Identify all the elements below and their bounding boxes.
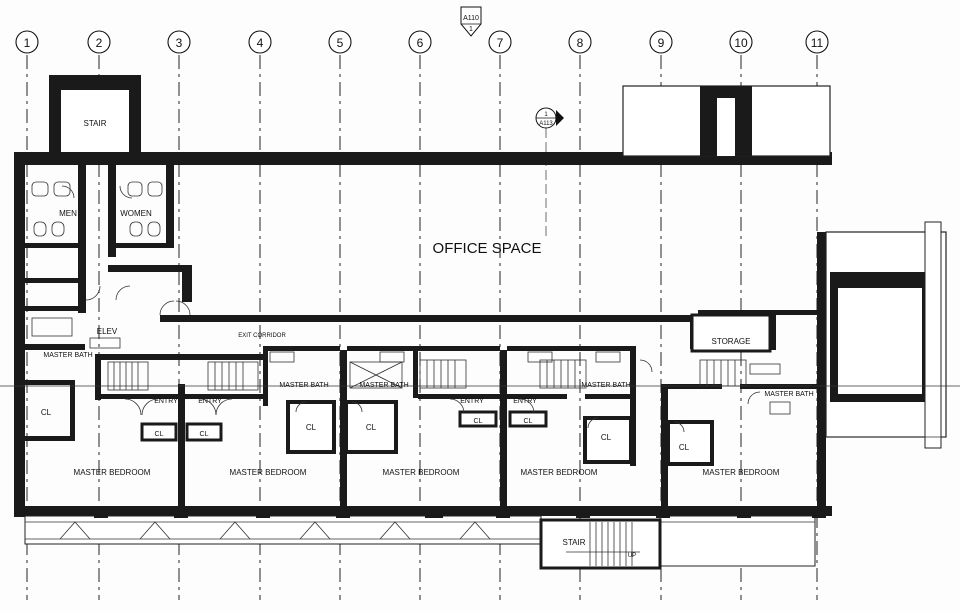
women-restroom-label: WOMEN — [120, 209, 152, 218]
master-bath-label-1: MASTER BATH — [43, 352, 92, 359]
men-restroom-label: MEN — [59, 209, 77, 218]
closet-label-9: CL — [679, 443, 690, 452]
grid-label-11: 11 — [811, 36, 824, 50]
building-walls — [14, 75, 947, 517]
grid-label-7: 7 — [497, 36, 504, 50]
grid-label-3: 3 — [176, 36, 183, 50]
master-bedroom-label-1: MASTER BEDROOM — [74, 468, 151, 477]
grid-bubble-1: 1 — [15, 30, 39, 54]
closet-label-5: CL — [366, 423, 377, 432]
master-bath-label-5: MASTER BATH — [764, 391, 813, 398]
grid-bubble-5: 5 — [328, 30, 352, 54]
grid-bubble-4: 4 — [248, 30, 272, 54]
closet-label-1: CL — [41, 408, 52, 417]
master-bath-label-2: MASTER BATH — [279, 382, 328, 389]
entry-label-1: ENTRY — [154, 398, 178, 405]
master-bedroom-label-4: MASTER BEDROOM — [521, 468, 598, 477]
closet-label-7: CL — [524, 418, 533, 425]
grid-label-8: 8 — [577, 36, 584, 50]
unit-stairs — [107, 359, 747, 391]
grid-bubble-3: 3 — [167, 30, 191, 54]
door-swings — [61, 185, 761, 433]
elevation-sheet-ref: A113 — [539, 121, 553, 127]
grid-bubble-11: 11 — [805, 30, 829, 54]
restroom-fixtures — [31, 181, 791, 415]
entry-label-4: ENTRY — [513, 398, 537, 405]
master-bedroom-label-5: MASTER BEDROOM — [703, 468, 780, 477]
section-marker: A110 1 — [460, 6, 482, 37]
grid-label-10: 10 — [734, 36, 748, 50]
entry-label-3: ENTRY — [460, 398, 484, 405]
elevation-number: 1 — [544, 112, 548, 118]
closet-label-6: CL — [474, 418, 483, 425]
grid-bubble-9: 9 — [649, 30, 673, 54]
storage-label: STORAGE — [712, 337, 751, 346]
stair-label-top: STAIR — [84, 119, 107, 128]
grid-bubble-10: 10 — [729, 30, 753, 54]
balcony-strip — [24, 506, 826, 567]
grid-label-6: 6 — [417, 36, 424, 50]
grid-bubble-7: 7 — [488, 30, 512, 54]
stair-up-label: UP — [628, 553, 636, 559]
elevator-label: ELEV — [97, 327, 118, 336]
unit-labels: MASTER BATH MASTER BATH MASTER BATH MAST… — [41, 352, 814, 477]
master-bath-label-3: MASTER BATH — [359, 382, 408, 389]
section-number: 1 — [469, 26, 473, 33]
grid-bubbles: 1 2 3 4 5 6 7 8 9 10 11 — [15, 30, 829, 54]
closet-label-8: CL — [601, 433, 612, 442]
section-lines — [0, 385, 960, 438]
master-bedroom-label-2: MASTER BEDROOM — [230, 468, 307, 477]
master-bedroom-label-3: MASTER BEDROOM — [383, 468, 460, 477]
closet-label-4: CL — [306, 423, 317, 432]
grid-label-5: 5 — [337, 36, 344, 50]
grid-label-1: 1 — [24, 36, 31, 50]
grid-bubble-8: 8 — [568, 30, 592, 54]
section-sheet-ref: A110 — [463, 15, 479, 22]
closet-label-2: CL — [155, 431, 164, 438]
grid-label-4: 4 — [257, 36, 264, 50]
grid-label-2: 2 — [96, 36, 103, 50]
master-bath-label-4: MASTER BATH — [581, 382, 630, 389]
office-space-label: OFFICE SPACE — [433, 240, 542, 257]
exit-corridor-label: EXIT CORRIDOR — [238, 333, 286, 339]
grid-bubble-6: 6 — [408, 30, 432, 54]
elevation-marker: 1 A113 — [535, 107, 564, 240]
room-labels: STAIR OFFICE SPACE MEN WOMEN ELEV EXIT C… — [59, 119, 750, 559]
grid-bubble-2: 2 — [87, 30, 111, 54]
closet-label-3: CL — [200, 431, 209, 438]
grid-label-9: 9 — [658, 36, 665, 50]
stair-label-bottom: STAIR — [563, 538, 586, 547]
entry-label-2: ENTRY — [198, 398, 222, 405]
bottom-stair — [539, 518, 662, 570]
